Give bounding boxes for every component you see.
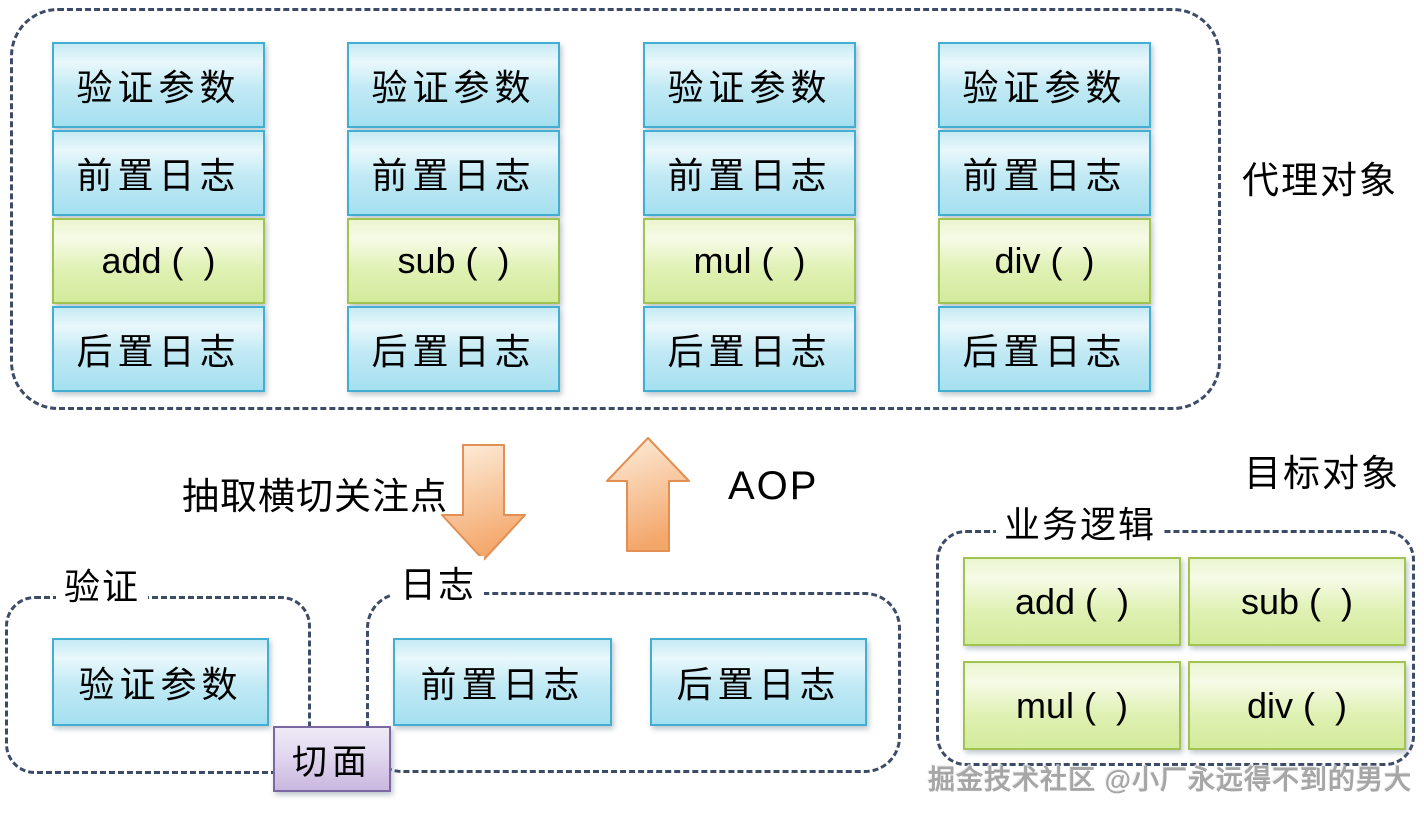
validation-group bbox=[5, 596, 311, 774]
down-arrow-icon bbox=[441, 444, 526, 561]
proxy-column-sub: 验证参数 前置日志 sub ( ) 后置日志 bbox=[347, 42, 560, 392]
target-object-label: 目标对象 bbox=[1244, 453, 1400, 494]
extract-crosscut-label: 抽取横切关注点 bbox=[182, 476, 448, 517]
proxy-cell-method-sub: sub ( ) bbox=[347, 218, 560, 304]
proxy-cell-pre-log: 前置日志 bbox=[938, 130, 1151, 216]
business-logic-label: 业务逻辑 bbox=[996, 496, 1165, 548]
proxy-cell-validate-params: 验证参数 bbox=[52, 42, 265, 128]
proxy-cell-validate-params: 验证参数 bbox=[643, 42, 856, 128]
proxy-cell-post-log: 后置日志 bbox=[347, 306, 560, 392]
log-group bbox=[366, 592, 901, 773]
proxy-object-group bbox=[10, 8, 1221, 410]
proxy-cell-method-div: div ( ) bbox=[938, 218, 1151, 304]
proxy-cell-method-add: add ( ) bbox=[52, 218, 265, 304]
watermark: 掘金技术社区 @小厂永远得不到的男大 bbox=[928, 765, 1412, 795]
pre-log-box: 前置日志 bbox=[393, 638, 612, 726]
proxy-cell-method-mul: mul ( ) bbox=[643, 218, 856, 304]
aspect-box: 切面 bbox=[273, 726, 391, 792]
method-box-add: add ( ) bbox=[963, 557, 1181, 646]
method-box-div: div ( ) bbox=[1188, 661, 1406, 750]
business-logic-group bbox=[936, 530, 1415, 766]
proxy-cell-validate-params: 验证参数 bbox=[347, 42, 560, 128]
proxy-cell-pre-log: 前置日志 bbox=[347, 130, 560, 216]
method-box-sub: sub ( ) bbox=[1188, 557, 1406, 646]
validate-params-box: 验证参数 bbox=[52, 638, 269, 726]
method-box-mul: mul ( ) bbox=[963, 661, 1181, 750]
log-group-label: 日志 bbox=[392, 556, 485, 608]
aop-label: AOP bbox=[728, 464, 819, 508]
proxy-cell-pre-log: 前置日志 bbox=[643, 130, 856, 216]
proxy-object-label: 代理对象 bbox=[1242, 160, 1398, 201]
proxy-cell-pre-log: 前置日志 bbox=[52, 130, 265, 216]
validation-group-label: 验证 bbox=[56, 558, 149, 610]
proxy-column-add: 验证参数 前置日志 add ( ) 后置日志 bbox=[52, 42, 265, 392]
proxy-cell-post-log: 后置日志 bbox=[643, 306, 856, 392]
proxy-column-mul: 验证参数 前置日志 mul ( ) 后置日志 bbox=[643, 42, 856, 392]
proxy-cell-post-log: 后置日志 bbox=[938, 306, 1151, 392]
proxy-cell-validate-params: 验证参数 bbox=[938, 42, 1151, 128]
up-arrow-icon bbox=[606, 437, 690, 552]
post-log-box: 后置日志 bbox=[650, 638, 867, 726]
proxy-cell-post-log: 后置日志 bbox=[52, 306, 265, 392]
proxy-column-div: 验证参数 前置日志 div ( ) 后置日志 bbox=[938, 42, 1151, 392]
